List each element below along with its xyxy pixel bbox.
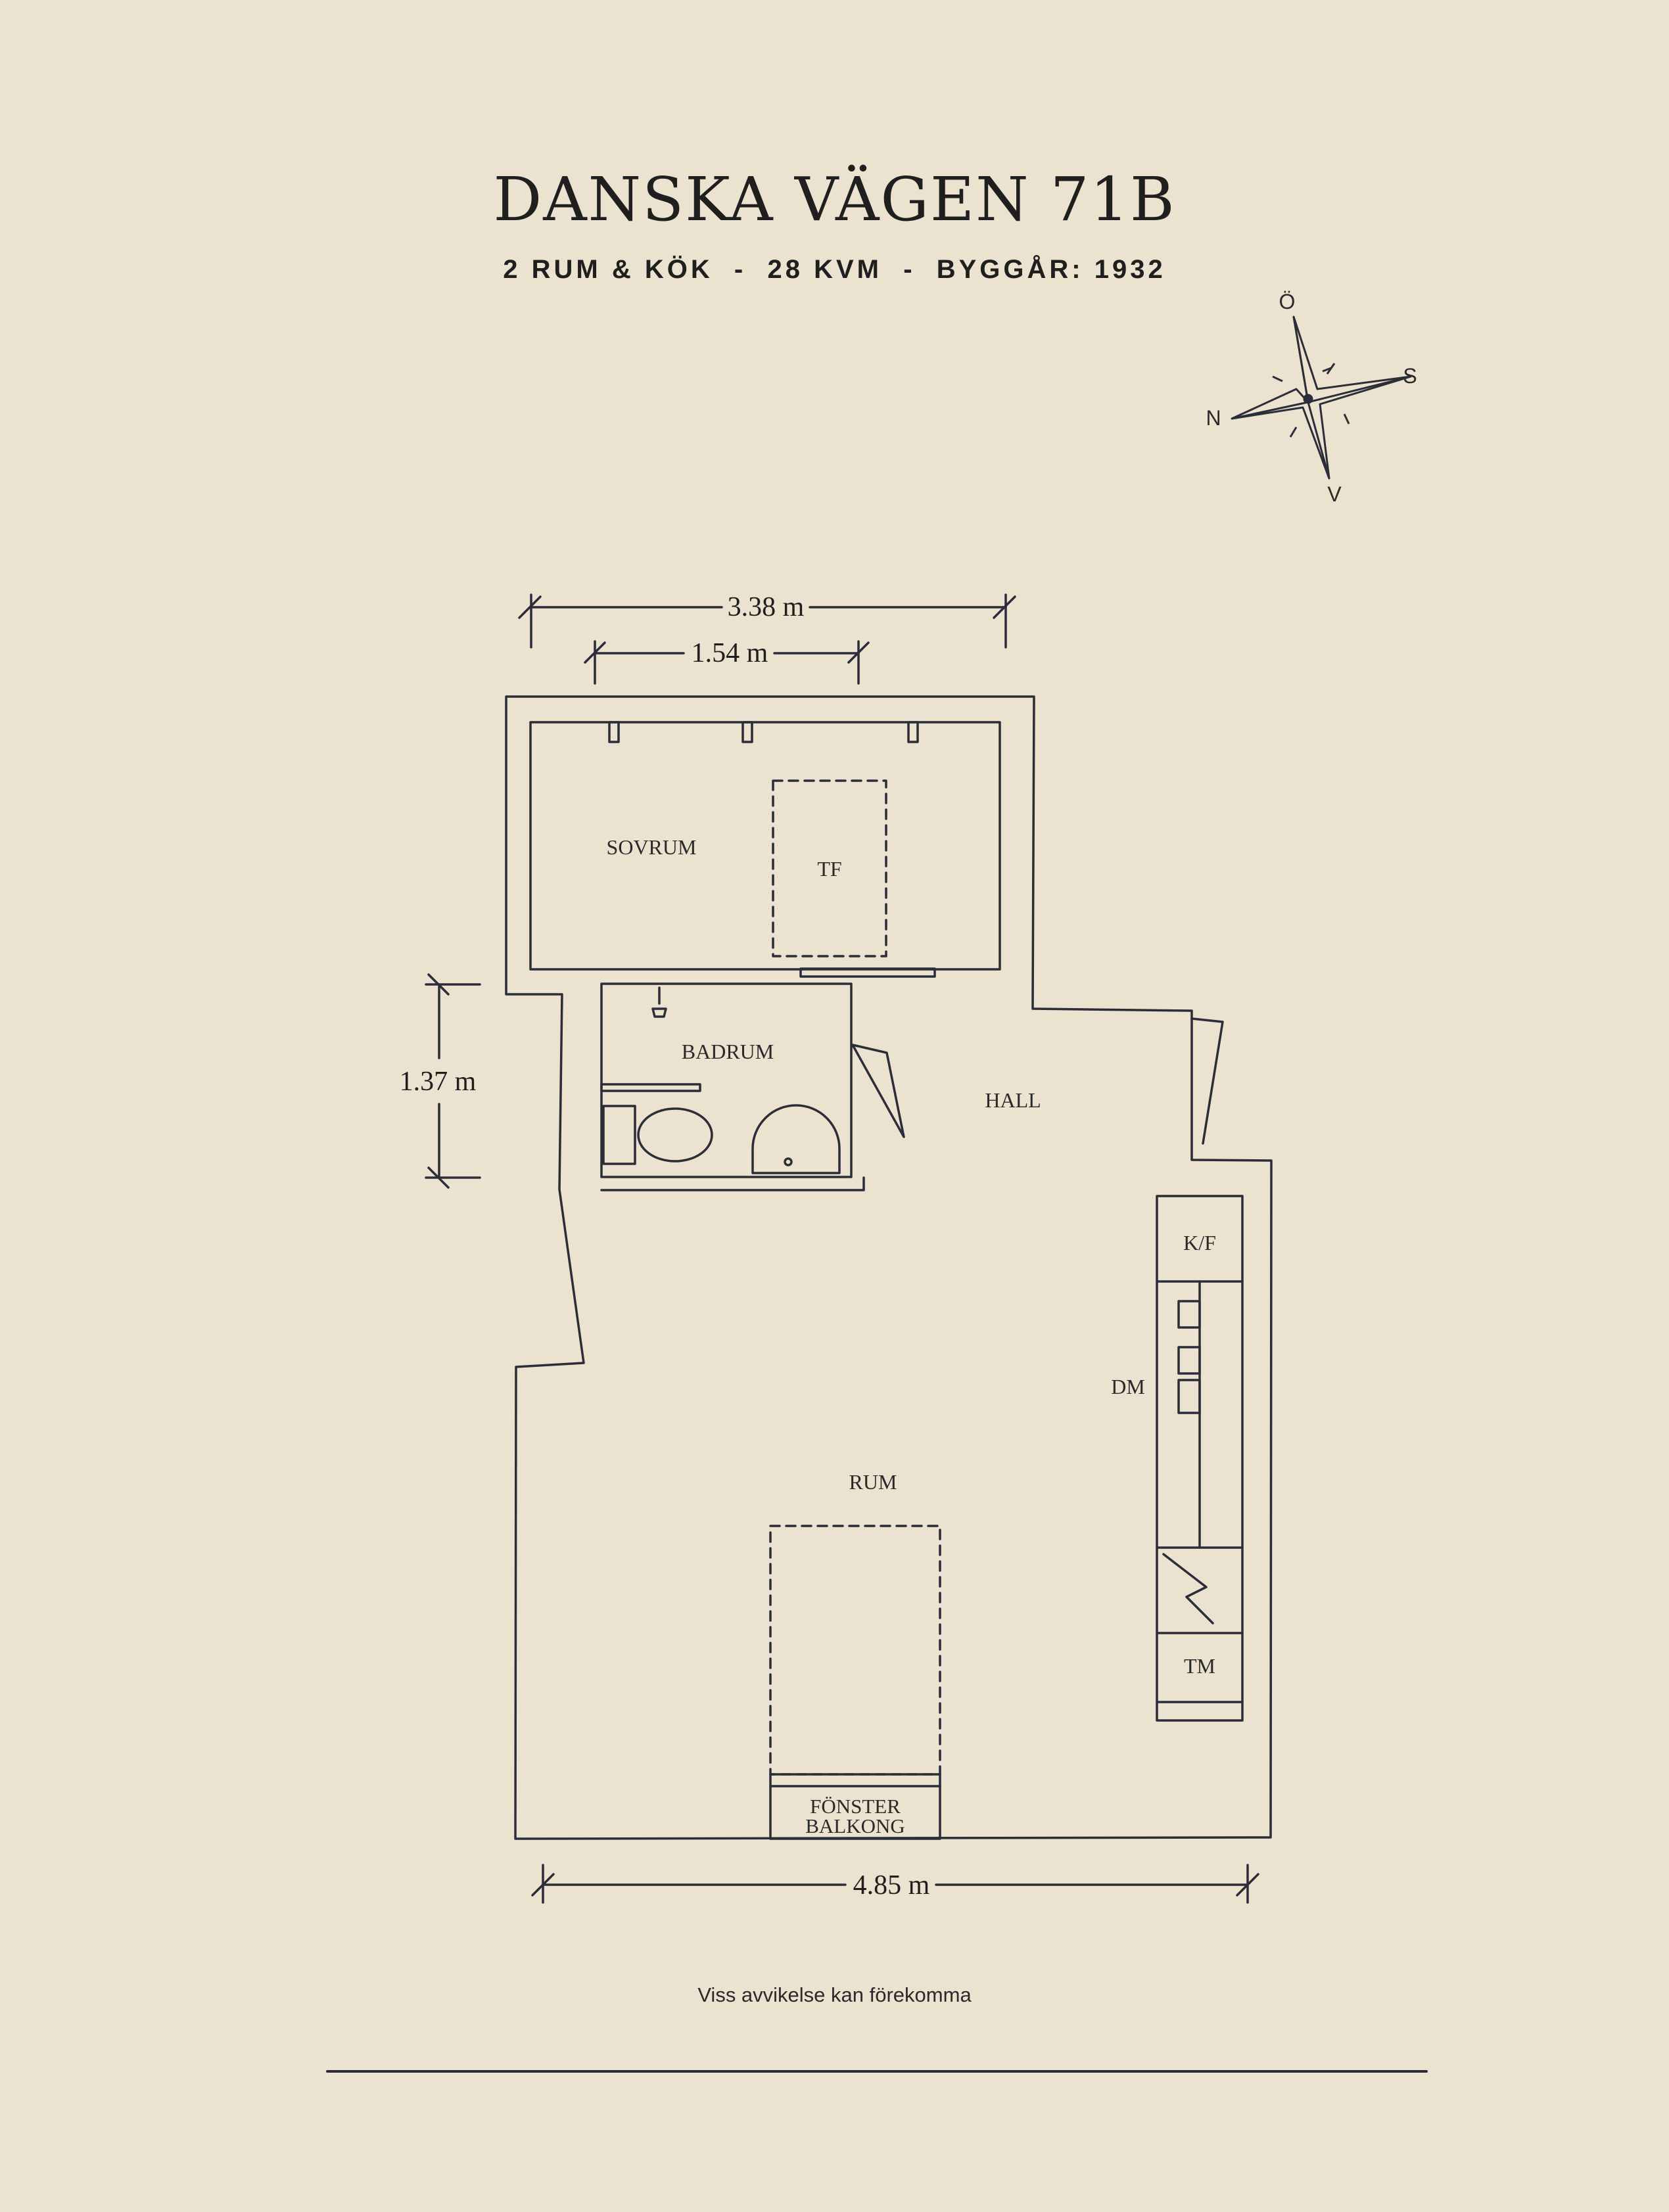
room-label-bedroom: SOVRUM: [607, 835, 697, 859]
room-label-bathroom: BADRUM: [682, 1040, 774, 1063]
compass-north-label: N: [1206, 406, 1221, 430]
bed-outline: [772, 779, 887, 957]
bathroom-counter: [600, 1083, 701, 1092]
washing-machine-label: TM: [1184, 1654, 1215, 1678]
window-balcony: [769, 1773, 941, 1840]
bedroom-walls: [529, 721, 1001, 971]
bathroom-walls: [600, 982, 853, 1178]
dimension-left-height: 1.37 m: [400, 1067, 477, 1097]
kitchen-counter: [1156, 1195, 1244, 1722]
stove-icon: [1162, 1553, 1214, 1624]
window-label-line1: FÖNSTER: [810, 1795, 901, 1818]
compass-east-label: Ö: [1279, 290, 1296, 313]
room-label-living-room: RUM: [849, 1470, 897, 1494]
page-subtitle: 2 RUM & KÖK - 28 KVM - BYGGÅR: 1932: [503, 255, 1166, 284]
dimension-bottom-width: 4.85 m: [853, 1870, 930, 1901]
page-title: DANSKA VÄGEN 71B: [493, 164, 1176, 235]
disclaimer-text: Viss avvikelse kan förekomma: [697, 1983, 972, 2006]
bed-label: TF: [817, 857, 841, 881]
dishwasher-label: DM: [1111, 1375, 1145, 1398]
compass-west-label: V: [1327, 482, 1342, 506]
fridge-freezer-label: K/F: [1183, 1231, 1216, 1255]
toilet-icon: [602, 1105, 713, 1165]
compass-south-label: S: [1403, 364, 1417, 388]
compass-rose-icon: [1231, 315, 1412, 480]
rug-outline: [769, 1525, 941, 1776]
sink-icon: [751, 1104, 841, 1174]
dimension-top-inner: 1.54 m: [692, 638, 768, 668]
window-label-line2: BALKONG: [805, 1814, 905, 1837]
room-label-hall: HALL: [985, 1088, 1041, 1112]
dimension-top-total: 3.38 m: [728, 592, 805, 622]
